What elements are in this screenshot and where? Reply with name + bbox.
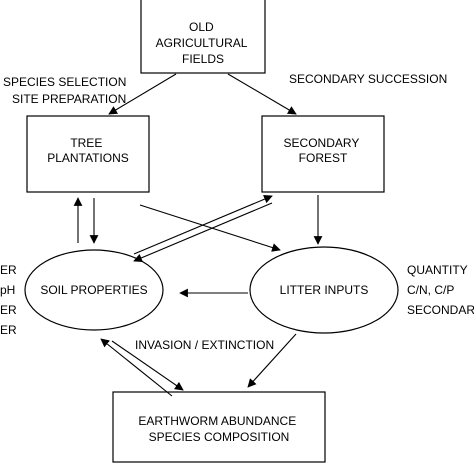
secondary-forest-label: SECONDARY FOREST (284, 136, 363, 165)
arrow-soil-to-earthworm (111, 340, 184, 391)
old-agricultural-fields-box (140, 0, 266, 74)
arrow-fields-to-plantations (108, 73, 177, 115)
arrow-soil-to-forest (133, 195, 273, 255)
species-selection-label: SPECIES SELECTION (3, 75, 126, 89)
right-list-item: QUANTITY (407, 263, 468, 277)
right-list-item: C/N, C/P (407, 283, 454, 297)
left-list-item: ER (0, 323, 17, 337)
tree-plantations-label: TREE PLANTATIONS (47, 136, 129, 165)
soil-properties-label: SOIL PROPERTIES (40, 283, 147, 297)
old-fields-label: OLD AGRICULTURAL FIELDS (156, 20, 251, 66)
left-list-item: ER (0, 263, 17, 277)
arrow-forest-to-soil (133, 202, 273, 262)
arrow-earthworm-to-soil (100, 338, 173, 397)
invasion-extinction-label: INVASION / EXTINCTION (135, 338, 274, 352)
arrow-plantations-to-litter (139, 204, 281, 252)
site-preparation-label: SITE PREPARATION (12, 92, 126, 106)
soil-properties-ellipse (24, 249, 164, 331)
arrow-fields-to-forest (227, 73, 297, 115)
tree-plantations-box (26, 115, 150, 193)
secondary-succession-label: SECONDARY SUCCESSION (289, 72, 447, 86)
arrow-litter-to-earthworm (247, 333, 297, 388)
secondary-forest-box (261, 115, 385, 193)
right-list-item: SECONDARY (407, 303, 474, 317)
earthworm-label: EARTHWORM ABUNDANCE SPECIES COMPOSITION (138, 414, 299, 444)
left-list-item: pH (0, 283, 15, 297)
litter-inputs-label: LITTER INPUTS (280, 283, 369, 297)
litter-inputs-ellipse (249, 246, 399, 334)
earthworm-box (112, 391, 326, 463)
left-list-item: ER (0, 303, 17, 317)
